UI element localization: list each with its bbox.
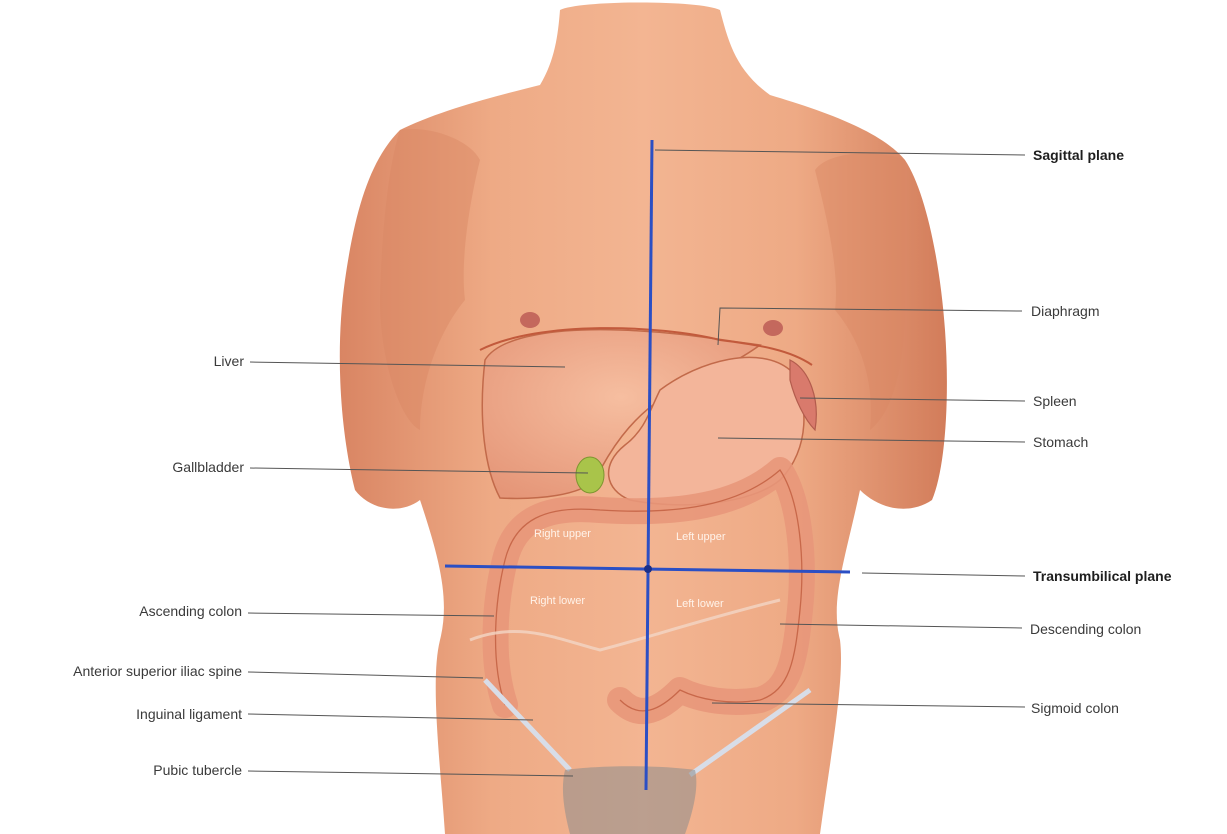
label-diaphragm: Diaphragm	[1031, 303, 1099, 319]
pubic-region	[563, 766, 696, 834]
quadrant-right-upper: Right upper	[534, 528, 591, 540]
label-gallbladder: Gallbladder	[172, 459, 244, 475]
label-liver: Liver	[214, 353, 244, 369]
label-sagittal-plane: Sagittal plane	[1033, 147, 1124, 163]
umbilicus	[644, 565, 652, 573]
label-transumbilical-plane: Transumbilical plane	[1033, 568, 1172, 584]
label-descending-colon: Descending colon	[1030, 621, 1141, 637]
label-inguinal-ligament: Inguinal ligament	[136, 706, 242, 722]
left-nipple	[763, 320, 783, 336]
label-spleen: Spleen	[1033, 393, 1077, 409]
label-pubic-tubercle: Pubic tubercle	[153, 762, 242, 778]
quadrant-left-upper: Left upper	[676, 531, 726, 543]
label-anterior-superior-iliac-spine: Anterior superior iliac spine	[73, 663, 242, 679]
label-stomach: Stomach	[1033, 434, 1088, 450]
gallbladder-shape	[576, 457, 604, 493]
quadrant-right-lower: Right lower	[530, 595, 585, 607]
right-nipple	[520, 312, 540, 328]
quadrant-left-lower: Left lower	[676, 598, 724, 610]
label-ascending-colon: Ascending colon	[139, 603, 242, 619]
label-sigmoid-colon: Sigmoid colon	[1031, 700, 1119, 716]
